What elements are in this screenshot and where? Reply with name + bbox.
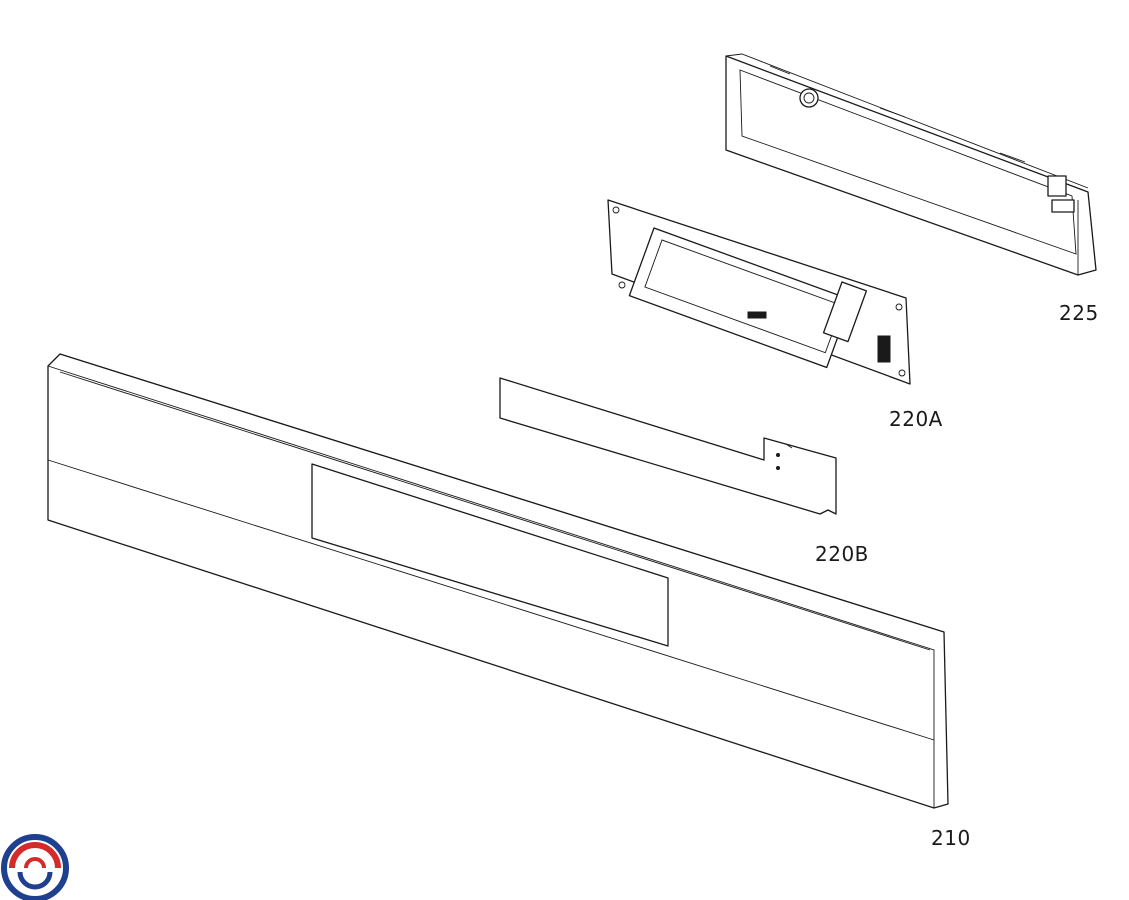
panel-210 (47, 353, 949, 809)
brand-logo-icon (1, 834, 69, 900)
callout-210: 210 (931, 826, 971, 850)
callout-220A: 220A (889, 407, 943, 431)
board-220A (607, 199, 911, 385)
callout-225: 225 (1059, 301, 1099, 325)
callout-220B: 220B (815, 542, 869, 566)
housing-225 (725, 53, 1097, 276)
strip-220B (499, 377, 837, 515)
